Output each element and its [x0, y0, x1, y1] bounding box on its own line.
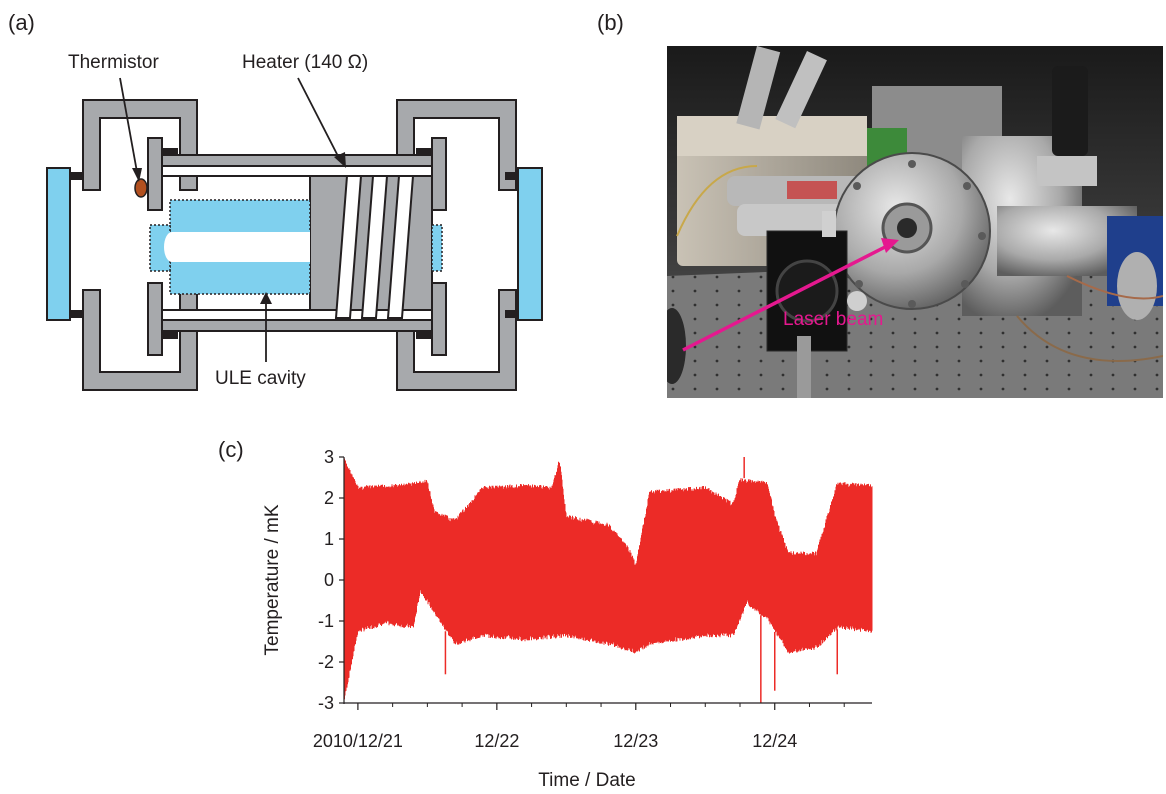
right-window — [517, 167, 543, 321]
heater-label: Heater (140 Ω) — [242, 52, 369, 73]
left-window — [46, 167, 71, 321]
laser-beam — [682, 244, 888, 352]
trace-oscillation — [343, 458, 873, 701]
heater-coils — [334, 175, 415, 319]
thermistor-label: Thermistor — [68, 52, 159, 73]
panel-a-label: (a) — [8, 10, 35, 35]
y-tick-label: -2 — [318, 652, 334, 672]
chart-axes: 3 2 1 0 -1 -2 -3 2010/12/21 12/22 12/23 12/24 — [313, 447, 872, 751]
x-tick-label: 2010/12/21 — [313, 731, 403, 751]
y-tick-label: 0 — [324, 570, 334, 590]
temperature-trace — [343, 457, 873, 703]
thermistor-icon — [134, 178, 148, 198]
laser-beam-label: Laser beam — [783, 309, 884, 330]
panel-b-label: (b) — [597, 10, 624, 35]
y-tick-label: 2 — [324, 488, 334, 508]
cavity-diagram — [46, 77, 543, 391]
cavity-label: ULE cavity — [215, 368, 306, 389]
panel-c-label: (c) — [218, 437, 244, 462]
y-tick-label: -1 — [318, 611, 334, 631]
x-tick-label: 12/23 — [613, 731, 658, 751]
apparatus-photo — [667, 46, 1163, 398]
x-tick-label: 12/24 — [752, 731, 797, 751]
ule-cavity — [149, 199, 443, 295]
x-axis-label: Time / Date — [538, 770, 636, 791]
x-tick-label: 12/22 — [474, 731, 519, 751]
y-axis-label: Temperature / mK — [262, 504, 283, 655]
y-tick-label: -3 — [318, 693, 334, 713]
y-tick-label: 3 — [324, 447, 334, 467]
y-tick-label: 1 — [324, 529, 334, 549]
